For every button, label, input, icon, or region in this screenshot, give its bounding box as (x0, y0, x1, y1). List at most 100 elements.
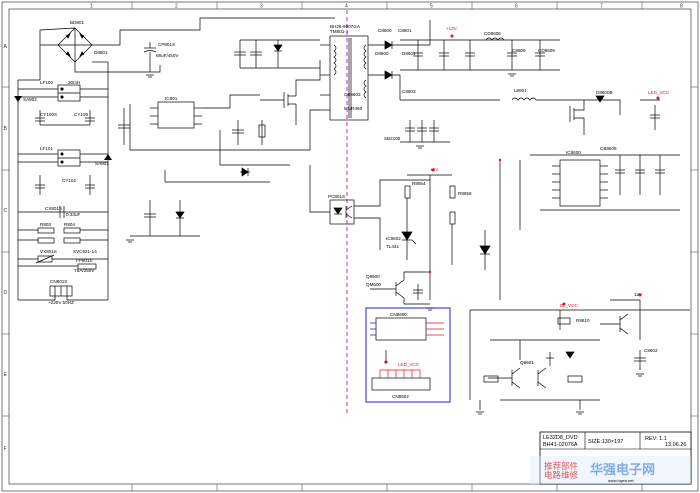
watermark: 电路维修 推荐部件 华强电子网 www.hqew.net (530, 456, 691, 484)
label-cy102: CY102 (62, 178, 76, 183)
spark-gaps (14, 96, 112, 160)
label-r8658: R8658 (458, 191, 472, 196)
label-cx801: CX801S (45, 206, 62, 211)
bridge-rectifier (57, 27, 93, 63)
label-cy100: CY100S (40, 112, 57, 117)
label-tl431: TL431 (386, 244, 399, 249)
label-qm600: QM600 (366, 282, 382, 287)
col-label: 3 (260, 4, 263, 10)
label-r8610: R8610 (576, 318, 590, 323)
label-q8600: Q8600 (366, 274, 380, 279)
label-d8600b: D8600B (596, 90, 613, 95)
label-cp801: CP801S (158, 42, 175, 47)
col-label: 1 (90, 4, 93, 10)
label-c8602: C8602 (644, 348, 658, 353)
label-cn801-value: ~220V 50HZ (48, 300, 74, 305)
watermark-site-cn: 华强电子网 (590, 462, 655, 477)
label-ic8602: IC8602 (386, 236, 401, 241)
label-led-vcc: LED_VCC (648, 90, 670, 95)
pwm-labels: IC801 TM801-1 BH26-9007GA PC801S (165, 24, 361, 199)
row-labels: A B C D E F (4, 44, 8, 452)
title-model: LE32D8_DVD (543, 435, 578, 441)
label-ic8600: IC8600 (566, 150, 581, 155)
label-fp801: FP801S (76, 258, 93, 263)
row-label: F (4, 446, 7, 452)
col-label: 2 (175, 4, 178, 10)
label-led-vcc-2: LED_VCC (398, 362, 420, 367)
backlight-labels: BL_VCC 12V R8610 C8602 Q8601 (520, 292, 658, 365)
label-l-out: CD8606 (484, 31, 501, 36)
label-l8601: L8601 (514, 88, 527, 93)
label-12v: 12V (634, 292, 643, 297)
label-c8603: C8603 (402, 89, 416, 94)
label-lf100: LF100 (40, 80, 53, 85)
label-svc: SVC621-14 (73, 249, 97, 254)
title-part-number: BH41-02076A (543, 442, 578, 448)
col-label: 8 (680, 4, 683, 10)
backlight-section (469, 299, 690, 410)
label-mur: MUR460 (344, 106, 363, 111)
row-label: C (4, 208, 8, 214)
drawing-frame (8, 8, 692, 485)
label-pc801: PC801S (328, 194, 345, 199)
col-label: 7 (600, 4, 603, 10)
label-5v: +5V (430, 167, 439, 172)
net-markers (428, 34, 660, 306)
label-cy106: CY106 (74, 112, 88, 117)
label-t801-part: BH26-9007GA (330, 24, 361, 29)
row-label: A (4, 44, 8, 50)
connector-block: CN8600 LED_VCC CN8602 (365, 307, 451, 403)
label-bd801: BD801 (70, 20, 84, 25)
secondary-labels: C8600 C8601 D8600 D8601 +12V CD8606 C860… (344, 26, 670, 287)
label-t801: TM801-1 (330, 29, 349, 34)
title-size: SIZE:130×197 (588, 439, 623, 445)
label-r8654: R8654 (412, 181, 426, 186)
label-c8600: C8600 (378, 28, 392, 33)
label-lf101: LF101 (40, 146, 53, 151)
ground-symbols (126, 73, 644, 415)
label-lf100-value: 20mH (68, 80, 80, 85)
label-cb8609: CB8609 (600, 146, 617, 151)
label-fuse: T5A/250V (74, 268, 95, 273)
emi-labels: BD801 D8801 CP801S 68uF/450V LF100 20mH … (23, 20, 179, 305)
label-r803: R803 (40, 222, 51, 227)
label-d8601: D8601 (402, 51, 416, 56)
title-block: LE32D8_DVD BH41-02076A SIZE:130×197 REV:… (539, 431, 692, 485)
label-sa802: SA802 (23, 97, 37, 102)
label-cx801-value: 0.33uF (66, 212, 80, 217)
row-label: E (4, 372, 8, 378)
label-cn8600: CN8600 (390, 312, 407, 317)
label-d8801: D8801 (94, 50, 108, 55)
label-sb: SB2100 (384, 136, 401, 141)
label-ic801: IC801 (165, 96, 178, 101)
row-label: B (4, 126, 8, 132)
watermark-badge: 电路维修 (544, 470, 579, 480)
label-vx801: VX801S (40, 249, 57, 254)
label-sa801: SA801 (95, 161, 109, 166)
label-cp801-value: 68uF/450V (156, 53, 179, 58)
label-cd8609: CD8609 (538, 48, 555, 53)
label-cb8603: CB8603 (344, 92, 361, 97)
label-q8601: Q8601 (520, 360, 534, 365)
row-label: D (4, 290, 8, 296)
label-r804: R804 (64, 222, 75, 227)
watermark-site-en: www.hqew.net (608, 478, 634, 483)
pwm-section (118, 35, 430, 250)
watermark-badge-2: 推荐部件 (544, 461, 579, 471)
label-c8601: C8601 (398, 28, 412, 33)
label-cn8602: CN8602 (392, 394, 409, 399)
col-label: 6 (515, 4, 518, 10)
label-12v-top: +12V (446, 26, 458, 31)
secondary-section (368, 20, 680, 305)
label-bl-vcc: BL_VCC (560, 303, 579, 308)
label-cn801: CN801S (50, 279, 67, 284)
emi-input-section (17, 17, 335, 301)
title-rev: REV: 1.1 (645, 436, 667, 442)
column-labels: 1 2 3 4 5 6 7 8 (90, 4, 683, 10)
col-label: 5 (430, 4, 433, 10)
label-c8609: C8609 (512, 48, 526, 53)
col-label: 4 (345, 4, 348, 10)
